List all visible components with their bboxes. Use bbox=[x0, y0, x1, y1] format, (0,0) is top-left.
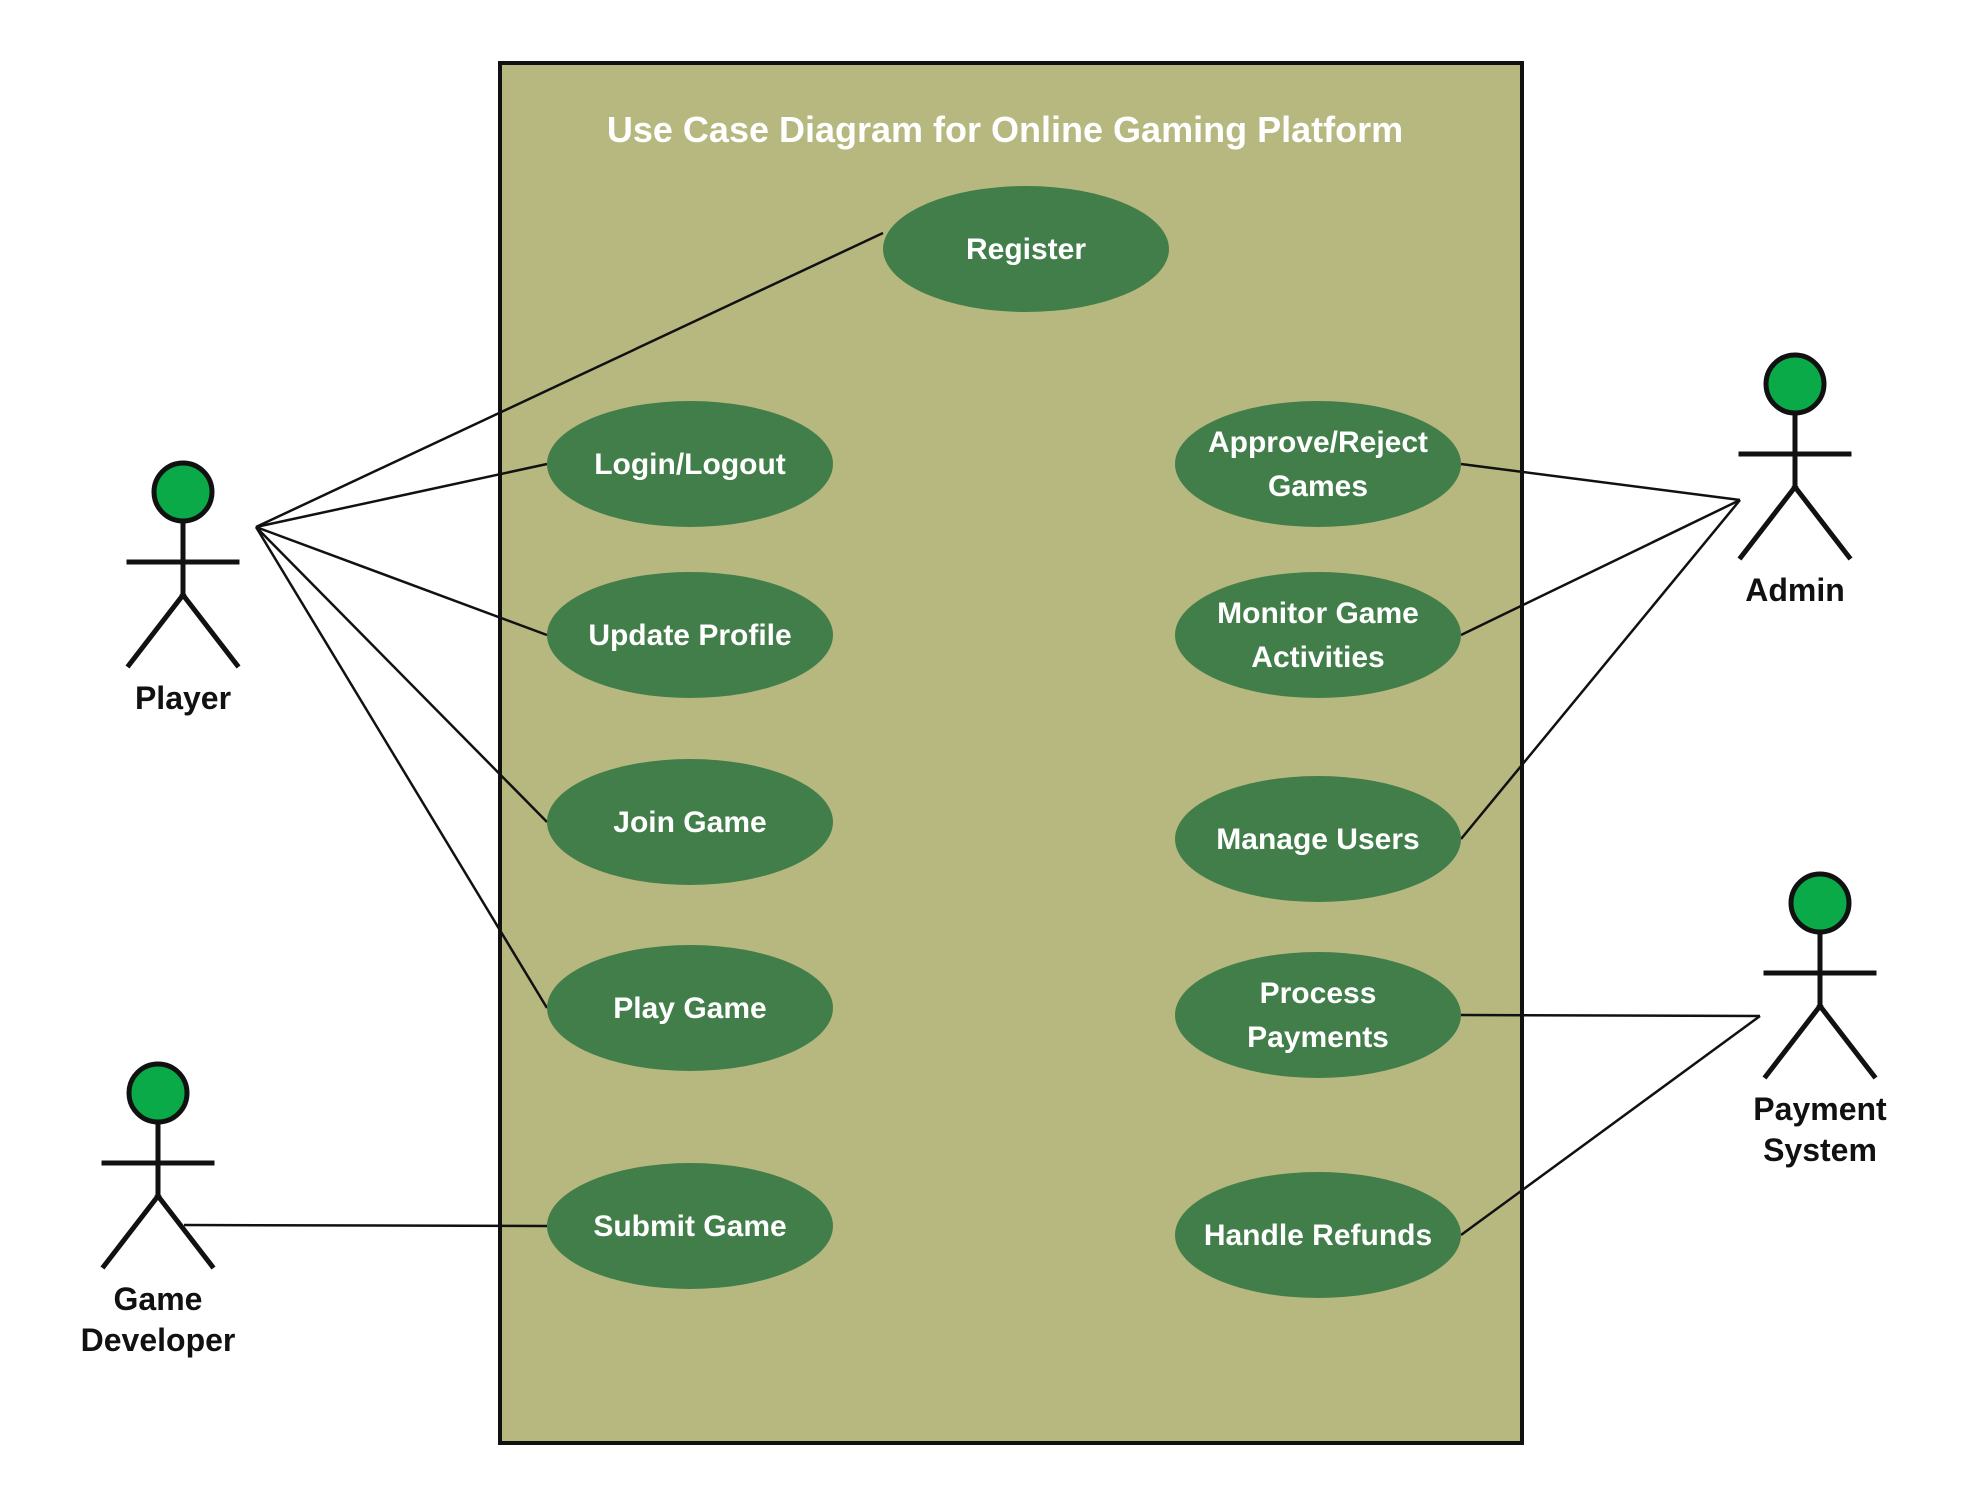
actor-left-leg bbox=[1737, 483, 1799, 561]
association-payment_system-process_payments bbox=[1460, 1013, 1761, 1018]
actor-label: Developer bbox=[81, 1322, 236, 1358]
use-case-ellipse[interactable] bbox=[547, 572, 833, 698]
actor-right-leg bbox=[1816, 1002, 1878, 1080]
use-case-ellipse[interactable] bbox=[1175, 776, 1461, 902]
use-case-play-game[interactable]: Play Game bbox=[547, 945, 833, 1071]
actor-right-leg bbox=[154, 1192, 216, 1270]
use-case-label: Manage Users bbox=[1216, 823, 1419, 856]
actor-right-leg bbox=[179, 591, 241, 669]
actor-label: System bbox=[1763, 1132, 1877, 1168]
use-case-label: Handle Refunds bbox=[1204, 1219, 1432, 1252]
use-case-label: Activities bbox=[1251, 641, 1384, 674]
actor-left-leg bbox=[1762, 1002, 1824, 1080]
association-admin-approve_reject_games bbox=[1460, 462, 1741, 502]
use-case-label: Register bbox=[966, 233, 1086, 266]
actor-left-leg bbox=[100, 1192, 162, 1270]
actor-label: Payment bbox=[1753, 1091, 1887, 1127]
association-player-login_logout bbox=[255, 462, 548, 529]
use-case-label: Submit Game bbox=[593, 1210, 786, 1243]
use-case-ellipse[interactable] bbox=[1175, 1172, 1461, 1298]
use-case-ellipse[interactable] bbox=[547, 401, 833, 527]
actor-player[interactable]: Player bbox=[125, 460, 241, 716]
association-admin-monitor_game_activities bbox=[1460, 498, 1741, 637]
use-case-label: Play Game bbox=[613, 992, 766, 1025]
association-player-register bbox=[255, 231, 884, 529]
actor-left-leg bbox=[125, 591, 187, 669]
use-case-label: Approve/Reject bbox=[1208, 426, 1428, 459]
use-case-label: Games bbox=[1268, 470, 1368, 503]
use-case-label: Update Profile bbox=[588, 619, 791, 652]
associations bbox=[183, 231, 1761, 1237]
diagram-title: Use Case Diagram for Online Gaming Platf… bbox=[607, 109, 1403, 150]
use-case-login-logout[interactable]: Login/Logout bbox=[547, 401, 833, 527]
use-case-ellipse[interactable] bbox=[883, 186, 1169, 312]
use-case-label: Join Game bbox=[613, 806, 766, 839]
use-case-label: Monitor Game bbox=[1217, 597, 1419, 630]
actor-label: Admin bbox=[1745, 572, 1845, 608]
association-game_developer-submit_game bbox=[183, 1223, 548, 1228]
use-case-ellipse[interactable] bbox=[547, 759, 833, 885]
association-player-update_profile bbox=[255, 525, 548, 637]
actor-head-icon bbox=[151, 460, 215, 524]
association-player-join_game bbox=[255, 526, 548, 823]
use-case-label: Login/Logout bbox=[594, 448, 786, 481]
actor-head-icon bbox=[1788, 871, 1852, 935]
use-case-register[interactable]: Register bbox=[883, 186, 1169, 312]
use-case-join-game[interactable]: Join Game bbox=[547, 759, 833, 885]
use-case-manage-users[interactable]: Manage Users bbox=[1175, 776, 1461, 902]
use-case-label: Payments bbox=[1247, 1021, 1389, 1054]
use-case-ellipse[interactable] bbox=[1175, 952, 1461, 1078]
actor-admin[interactable]: Admin bbox=[1737, 352, 1853, 608]
association-player-play_game bbox=[254, 526, 549, 1009]
actor-head-icon bbox=[1763, 352, 1827, 416]
use-case-update-profile[interactable]: Update Profile bbox=[547, 572, 833, 698]
actor-label: Player bbox=[135, 680, 231, 716]
use-case-handle-refunds[interactable]: Handle Refunds bbox=[1175, 1172, 1461, 1298]
actor-label: Game bbox=[114, 1281, 203, 1317]
association-admin-manage_users bbox=[1460, 499, 1741, 840]
actor-head-icon bbox=[126, 1061, 190, 1125]
use-case-ellipse[interactable] bbox=[547, 945, 833, 1071]
actor-right-leg bbox=[1791, 483, 1853, 561]
use-case-ellipse[interactable] bbox=[547, 1163, 833, 1289]
association-payment_system-handle_refunds bbox=[1460, 1014, 1761, 1237]
use-case-label: Process bbox=[1260, 977, 1377, 1010]
use-case-ellipse[interactable] bbox=[1175, 572, 1461, 698]
use-case-ellipse[interactable] bbox=[1175, 401, 1461, 527]
use-case-submit-game[interactable]: Submit Game bbox=[547, 1163, 833, 1289]
